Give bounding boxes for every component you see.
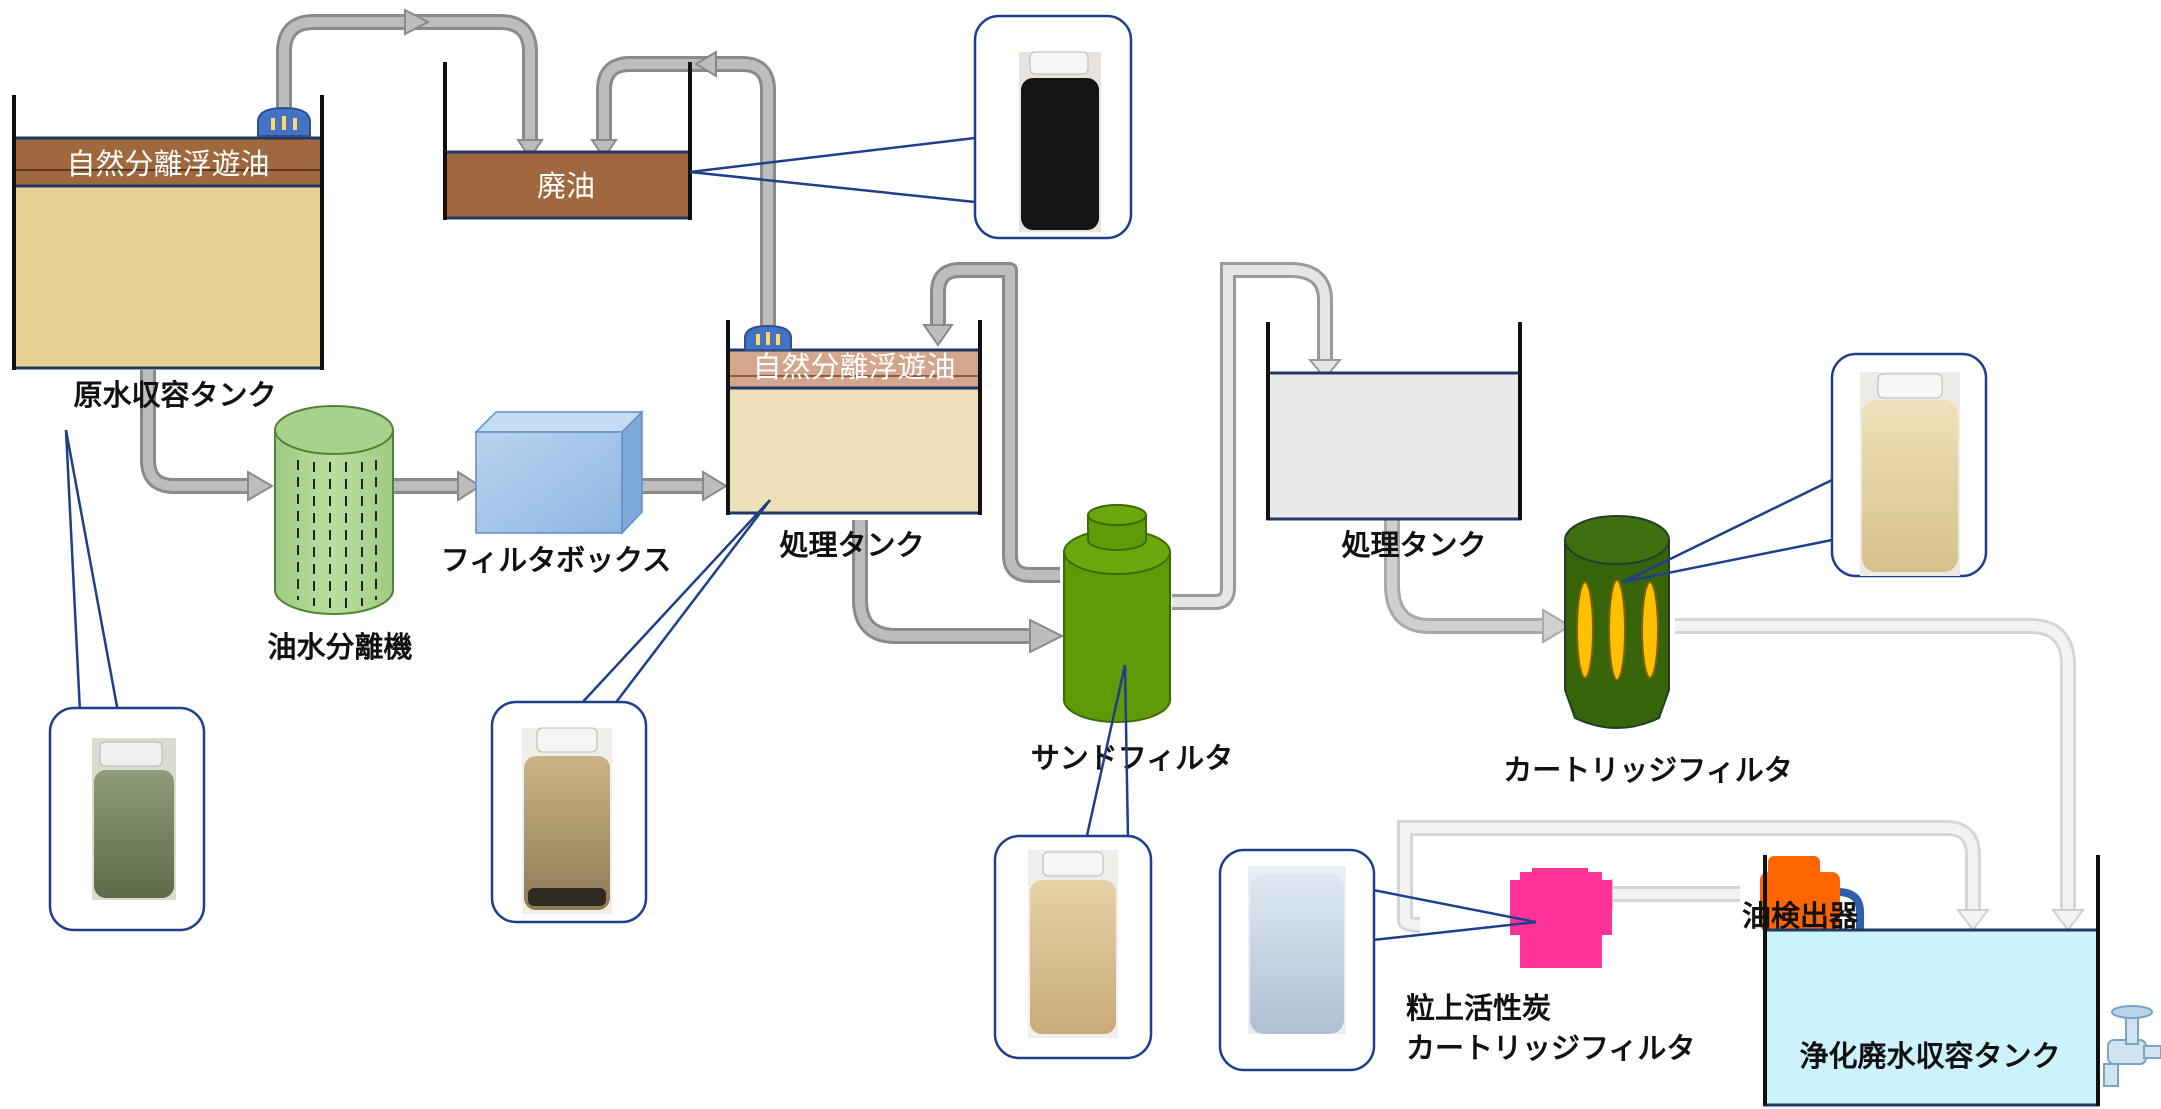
raw-water-sample <box>48 706 206 932</box>
pipes-light <box>1172 262 2076 933</box>
treatment-tank-1-label: 処理タンク <box>779 528 924 562</box>
faucet-icon <box>2103 1005 2161 1087</box>
clean-tank-label: 浄化廃水収容タンク <box>1799 1039 2060 1073</box>
cartridge-filter: カートリッジフィルタ <box>1503 515 1793 787</box>
callout-lines <box>64 136 1833 942</box>
separator-label: 油水分離機 <box>267 630 412 664</box>
sand-filter-label: サンドフィルタ <box>1031 741 1233 775</box>
waste-oil-label: 廃油 <box>537 169 595 203</box>
pump-icon <box>744 324 792 351</box>
filter-box: フィルタボックス <box>441 410 672 577</box>
sand-filter: サンドフィルタ <box>1031 504 1233 775</box>
pump-icon <box>257 106 311 137</box>
cartridge-filter-label: カートリッジフィルタ <box>1503 753 1792 787</box>
treatment-tank-2: 処理タンク <box>1266 322 1522 562</box>
waste-oil-sample <box>973 14 1133 240</box>
gac-sample <box>1218 848 1376 1072</box>
cartridge-sample <box>1830 352 1988 578</box>
gac-label-line2: カートリッジフィルタ <box>1406 1031 1695 1065</box>
gac-label-line1: 粒上活性炭 <box>1406 991 1551 1025</box>
treatment-tank-sample <box>490 700 648 924</box>
raw-water-tank: 自然分離浮遊油 原水収容タンク <box>12 95 324 412</box>
treat-oil-layer-label: 自然分離浮遊油 <box>752 350 955 384</box>
filter-box-label: フィルタボックス <box>441 543 672 577</box>
oil-water-separator: 油水分離機 <box>267 405 413 664</box>
sand-filter-sample <box>993 834 1153 1060</box>
raw-oil-layer-label: 自然分離浮遊油 <box>66 147 269 181</box>
treatment-tank-1: 自然分離浮遊油 処理タンク <box>726 320 982 562</box>
waste-oil-tank: 廃油 <box>443 62 692 220</box>
clean-water-tank: 浄化廃水収容タンク <box>1763 855 2100 1107</box>
treatment-tank-2-label: 処理タンク <box>1341 528 1486 562</box>
gac-filter: 粒上活性炭 カートリッジフィルタ <box>1406 868 1695 1065</box>
arrowheads <box>247 8 2085 932</box>
oil-detector-label: 油検出器 <box>1742 899 1859 933</box>
oil-detector: 油検出器 <box>1742 856 1868 938</box>
raw-tank-label: 原水収容タンク <box>73 378 276 412</box>
